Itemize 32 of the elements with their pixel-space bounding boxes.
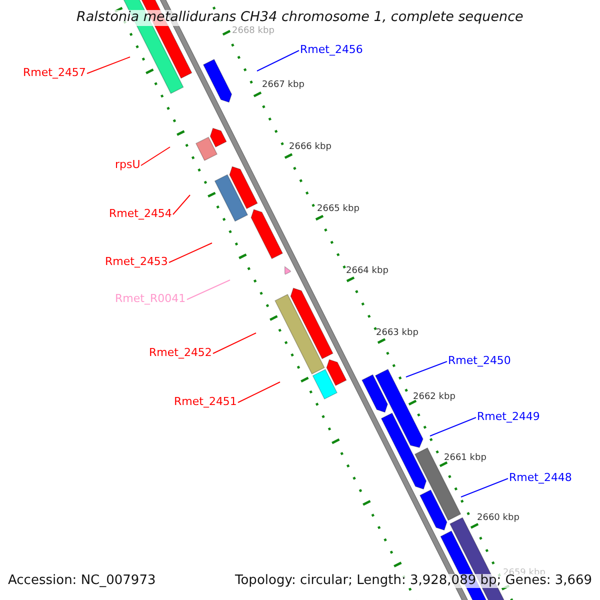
scale-label: 2664 kbp — [346, 266, 388, 276]
gene-label: Rmet_2454 — [109, 208, 172, 220]
gene-label: Rmet_R0041 — [115, 292, 186, 306]
leader-line — [168, 242, 212, 263]
leader-line — [172, 194, 190, 215]
gene-label: Rmet_2453 — [105, 256, 168, 268]
leader-line — [406, 361, 448, 378]
scale-label: 2667 kbp — [262, 80, 304, 90]
scale-label: 2663 kbp — [376, 328, 418, 338]
gene-label: Rmet_2450 — [448, 354, 511, 368]
scale-label: 2666 kbp — [289, 142, 332, 152]
scale-label: 2665 kbp — [317, 204, 360, 214]
gene-label: Rmet_2451 — [174, 396, 237, 408]
leader-line — [460, 478, 508, 498]
accession-text: Accession: NC_007973 — [8, 574, 156, 588]
gene-label: Rmet_2456 — [300, 44, 363, 56]
leader-line — [256, 50, 300, 72]
gene-label: Rmet_2457 — [23, 66, 86, 80]
leader-line — [430, 417, 476, 436]
leader-line — [86, 56, 130, 74]
leader-line — [238, 382, 280, 403]
gene-label: Rmet_2448 — [509, 472, 572, 484]
leader-line — [212, 332, 256, 354]
gene-label: rpsU — [115, 158, 140, 172]
leader-line — [140, 146, 170, 166]
scale-label: 2661 kbp — [444, 453, 486, 464]
scale-label: 2660 kbp — [477, 513, 520, 524]
scale-label: 2662 kbp — [413, 392, 456, 402]
gene-label: Rmet_2452 — [149, 346, 212, 360]
gene-label: Rmet_2449 — [477, 410, 540, 424]
leader-line — [186, 280, 230, 300]
scale-label: 2668 kbp — [232, 26, 274, 36]
